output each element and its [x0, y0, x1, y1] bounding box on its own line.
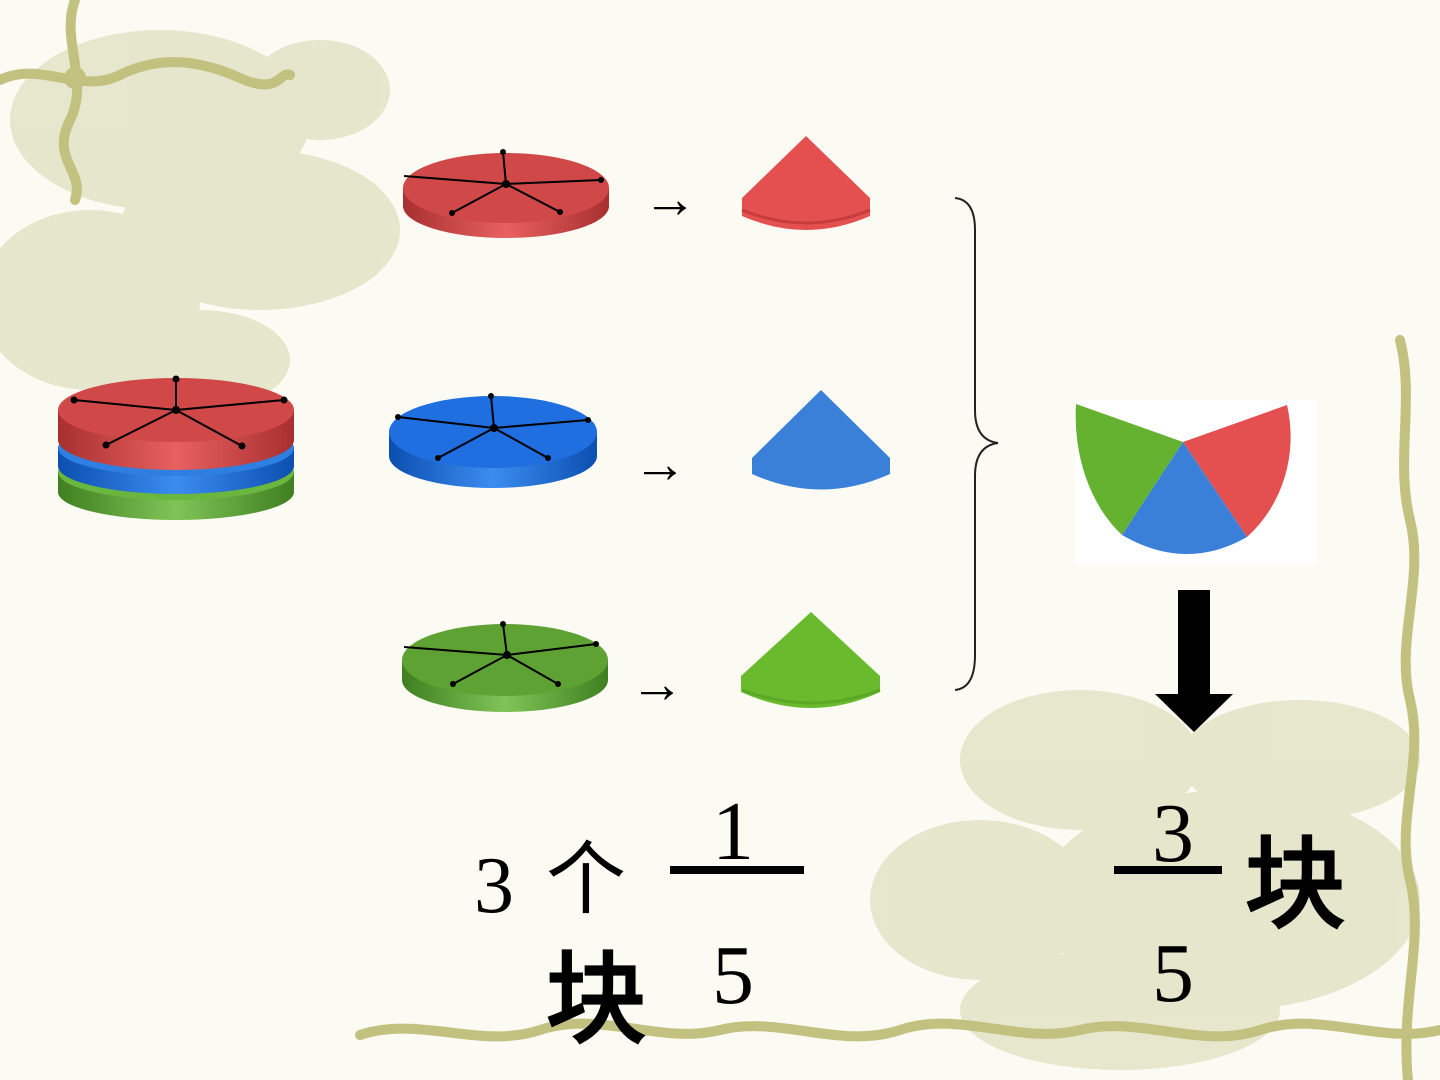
vine-frame-bottom [355, 1018, 1440, 1042]
combined-green-sector [1075, 404, 1183, 535]
disk-green [402, 621, 608, 712]
vine-frame-top-left [0, 0, 295, 205]
left-unit: 块 [546, 941, 646, 1058]
vine-frame-right [1395, 335, 1420, 1080]
combined-pieces [1075, 400, 1317, 565]
stacked-disks [58, 375, 294, 520]
left-denominator: 5 [712, 929, 754, 1022]
left-fraction-bar [670, 866, 804, 874]
arrow-red: → [643, 169, 697, 229]
left-count: 3 [474, 842, 514, 930]
piece-blue [752, 390, 890, 490]
arrow-green: → [630, 654, 684, 714]
piece-green [741, 612, 881, 708]
stack-red-layer [58, 375, 294, 470]
down-arrow-icon [1155, 590, 1233, 732]
left-measure-word: 个 [546, 833, 626, 926]
left-numerator: 1 [712, 785, 754, 878]
combined-red-sector [1183, 405, 1291, 537]
right-fraction-bar [1114, 866, 1222, 874]
combined-blue-sector [1122, 442, 1247, 555]
disk-blue [389, 393, 597, 488]
right-numerator: 3 [1152, 787, 1194, 880]
right-denominator: 5 [1152, 927, 1194, 1020]
right-unit: 块 [1245, 826, 1345, 943]
arrow-blue: → [633, 434, 687, 494]
piece-red [741, 136, 871, 230]
right-brace [954, 197, 999, 691]
disk-red [403, 149, 609, 238]
